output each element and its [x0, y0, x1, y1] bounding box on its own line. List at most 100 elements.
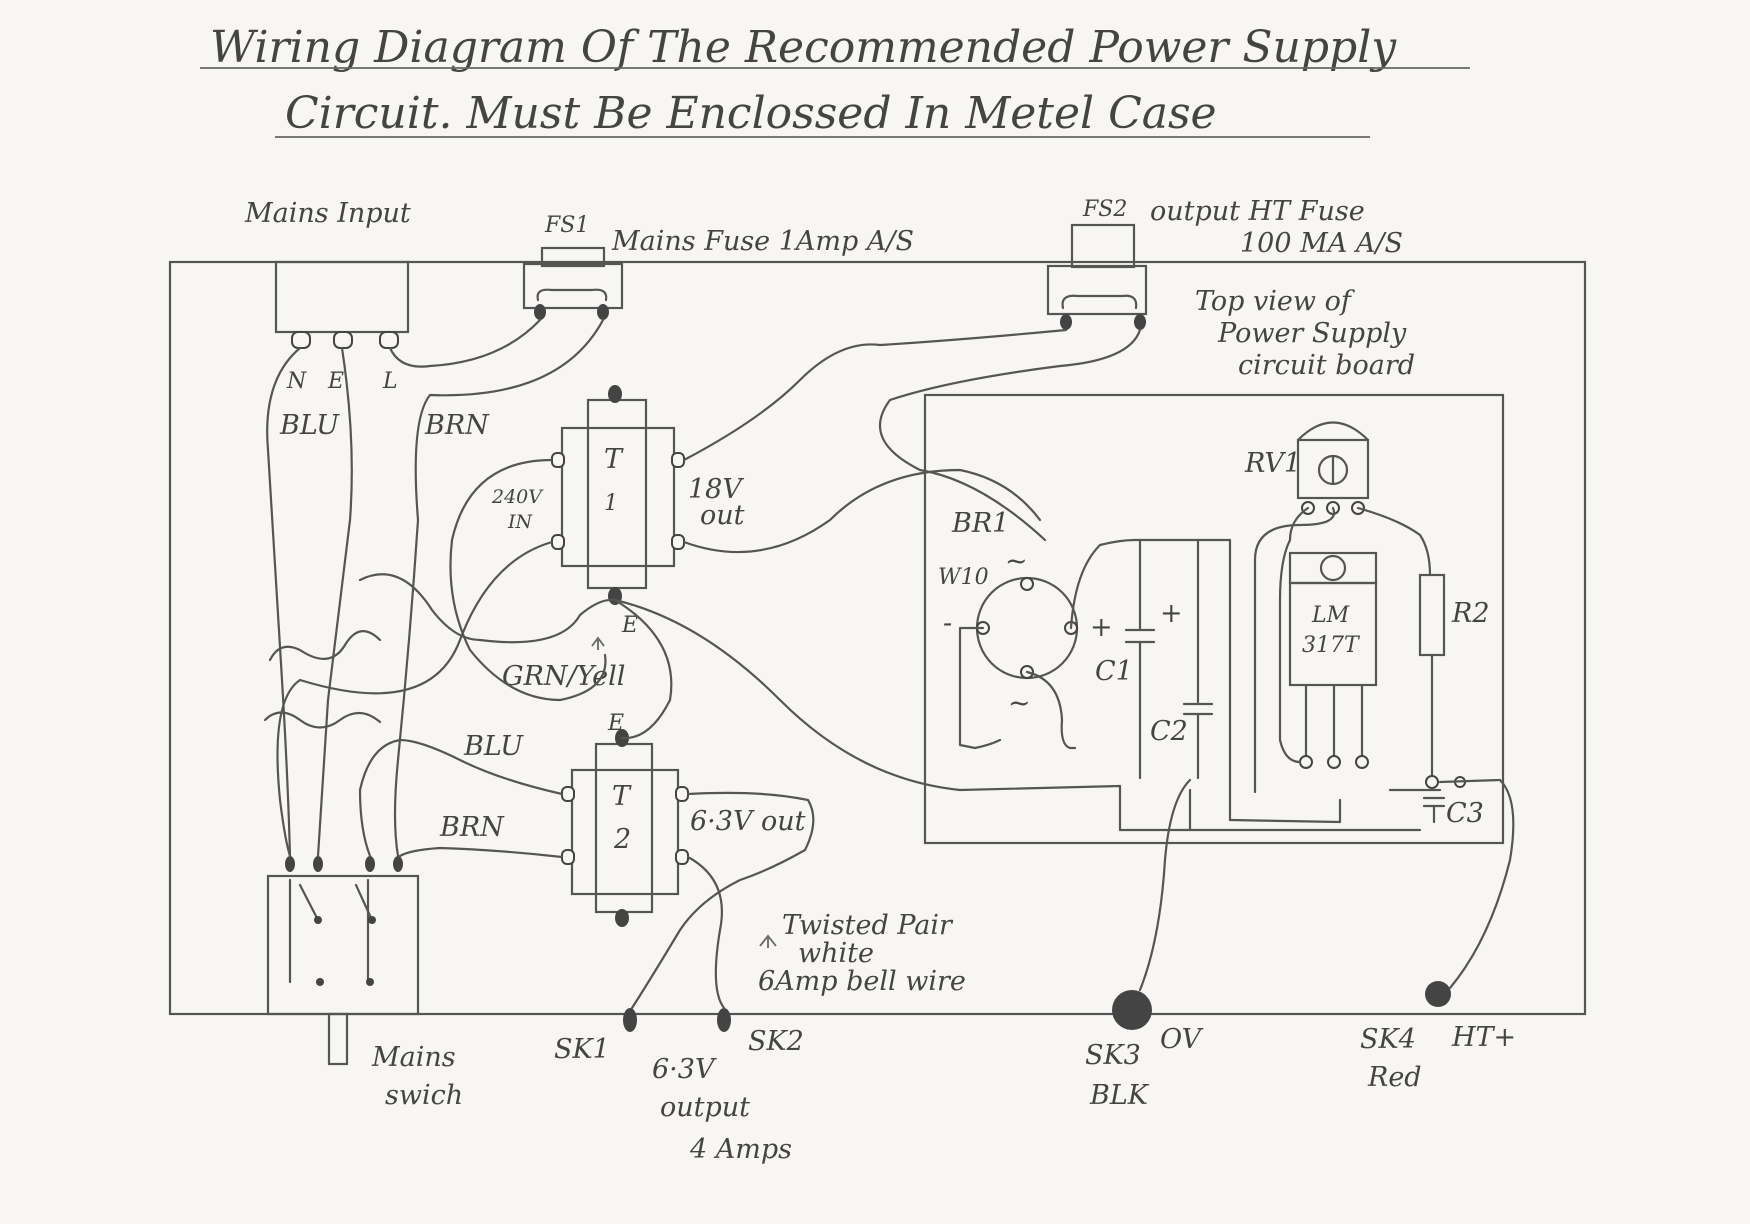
t1-out-voltage: 18V [688, 474, 744, 505]
t1-ref-n: 1 [604, 491, 618, 516]
mains-switch-rocker [327, 1012, 349, 1066]
output-label-1: 6·3V [652, 1054, 717, 1085]
c2-label: C2 [1150, 716, 1188, 747]
switch-terminal-4 [393, 856, 403, 872]
twisted-pair-label-3: 6Amp bell wire [758, 966, 966, 997]
output-label-3: 4 Amps [689, 1134, 792, 1165]
wire-label-brn: BRN [424, 410, 490, 441]
wire-t1-primary-2 [276, 540, 554, 858]
r2-label: R2 [1451, 598, 1490, 629]
t2-body [570, 768, 680, 896]
t2-primary-terminal-1 [561, 786, 575, 802]
mains-pin-e-label: E [327, 369, 344, 394]
wire-br1-minus [958, 626, 1002, 750]
fs2-note-1: output HT Fuse [1150, 196, 1365, 227]
wire-output-to-edge [1438, 778, 1502, 784]
lm317t-mount-hole [1319, 554, 1347, 582]
t1-primary-terminal-2 [551, 534, 565, 550]
title-line-2: Circuit. Must Be Enclossed In Metel Case [285, 88, 1217, 139]
wire-ground-rail-upper [1228, 798, 1342, 824]
switch-pivot-3 [316, 978, 324, 986]
sk3-color: BLK [1089, 1080, 1150, 1111]
wire-neutral-blu [266, 346, 302, 858]
t1-earth-label: E [621, 613, 638, 638]
sk3-label: SK3 [1085, 1040, 1141, 1071]
wire-earth-to-board [613, 598, 962, 792]
mains-pin-e [333, 331, 353, 349]
r2-body [1418, 573, 1446, 657]
mains-pin-l [379, 331, 399, 349]
wire-rv1-wiper [1253, 506, 1336, 794]
t1-body [560, 426, 676, 568]
wire-label-brn-2: BRN [439, 812, 505, 843]
wire-crossover-1 [268, 630, 382, 662]
fs1-ref: FS1 [544, 213, 589, 238]
sk4-socket [1425, 981, 1451, 1007]
sk4-color: Red [1367, 1062, 1422, 1093]
wire-rv1-to-r2 [1356, 506, 1432, 577]
t2-bottom-mount [615, 909, 629, 927]
sk4-label: SK4 [1360, 1024, 1416, 1055]
fs1-terminal-1 [534, 304, 546, 320]
switch-terminal-3 [365, 856, 375, 872]
wire-earth-main [316, 346, 353, 858]
switch-terminal-2 [313, 856, 323, 872]
mains-switch-label-1: Mains [371, 1042, 456, 1073]
t1-out-label: out [700, 500, 745, 531]
mains-switch-label-2: swich [385, 1080, 463, 1111]
wire-rv1-to-adj [1278, 506, 1310, 764]
br1-minus: - [943, 608, 952, 639]
switch-pivot-2 [368, 916, 376, 924]
t1-ref-t: T [604, 444, 624, 475]
wire-br1-ac2 [1025, 670, 1077, 750]
title-line-1: Wiring Diagram Of The Recommended Power … [210, 22, 1397, 73]
r2-output-node [1425, 775, 1439, 789]
lm317t-pin-1 [1299, 755, 1313, 769]
mains-pin-n [291, 331, 311, 349]
w10-label: W10 [938, 565, 989, 590]
fs1-link [536, 288, 608, 302]
fs2-note-2: 100 MA A/S [1240, 228, 1403, 259]
wire-earth-t1 [358, 573, 617, 644]
board-note-2: Power Supply [1217, 318, 1407, 349]
br1-label: BR1 [951, 508, 1009, 539]
metal-case-outline [168, 260, 1587, 1016]
wire-0v-to-sk3 [1138, 778, 1192, 992]
t2-secondary-terminal-2 [675, 849, 689, 865]
t1-primary-terminal-1 [551, 452, 565, 468]
t1-in-voltage: 240V [491, 486, 544, 508]
t2-ref-t: T [612, 781, 632, 812]
sk1-label: SK1 [554, 1034, 610, 1065]
t1-top-mount [608, 385, 622, 403]
sk3-voltage: OV [1160, 1024, 1204, 1055]
br1-pin-ac1 [1020, 577, 1034, 591]
wire-ground-rail [958, 784, 1422, 832]
t1-secondary-terminal-2 [671, 534, 685, 550]
wire-label-blu: BLU [279, 410, 340, 441]
switch-contact-right-blade [354, 883, 374, 922]
lm317t-tab [1288, 551, 1378, 585]
output-label-2: output [660, 1092, 750, 1123]
lm317t-label-2: 317T [1302, 633, 1361, 658]
t2-out-label: 6·3V out [690, 806, 806, 837]
switch-pivot-4 [366, 978, 374, 986]
mains-input-label: Mains Input [244, 198, 411, 229]
lm317t-label-1: LM [1311, 603, 1350, 628]
sk4-voltage: HT+ [1451, 1022, 1516, 1053]
fs2-link [1061, 294, 1138, 310]
wire-label-grn-yell: GRN/Yell [502, 661, 625, 692]
c3-label: C3 [1446, 798, 1484, 829]
bridge-rectifier-w10 [975, 576, 1079, 680]
wire-live-to-fs1 [388, 318, 542, 368]
wire-t1-primary-1 [449, 458, 607, 702]
rv1-body [1296, 438, 1370, 500]
t2-primary-terminal-2 [561, 849, 575, 865]
wire-earth-t1-to-t2 [613, 598, 673, 740]
switch-pivot-1 [314, 916, 322, 924]
br1-ac-symbol-1: ~ [1005, 546, 1028, 577]
fs1-terminal-2 [597, 304, 609, 320]
fs2-terminal-2 [1134, 314, 1146, 330]
wire-t1-out-2 [682, 468, 1042, 554]
